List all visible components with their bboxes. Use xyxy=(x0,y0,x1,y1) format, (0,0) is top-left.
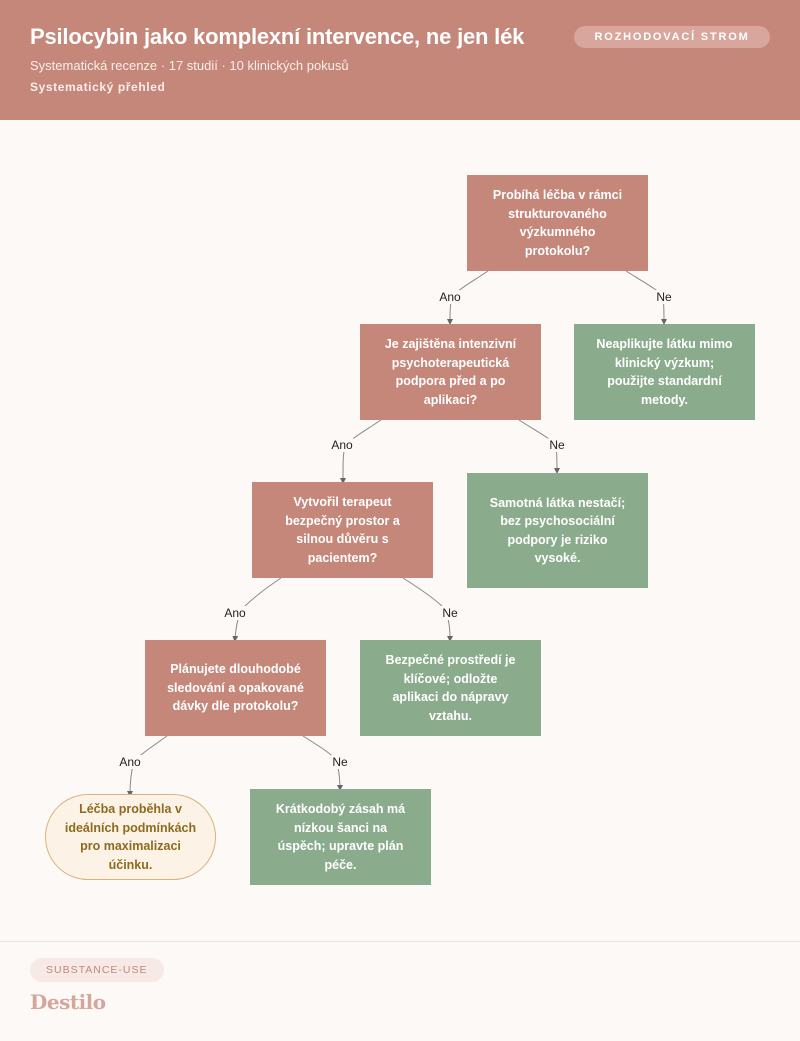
header-banner: Psilocybin jako komplexní intervence, ne… xyxy=(0,0,800,120)
outcome-node-a4: Krátkodobý zásah má nízkou šanci na úspě… xyxy=(250,789,431,885)
edge-label-q1-q2: Ano xyxy=(438,290,462,304)
page-title: Psilocybin jako komplexní intervence, ne… xyxy=(30,24,525,49)
footer-divider xyxy=(0,941,800,942)
topic-tag[interactable]: SUBSTANCE-USE xyxy=(30,958,164,982)
final-outcome-node: Léčba proběhla v ideálních podmínkách pr… xyxy=(45,794,216,880)
outcome-node-a2: Samotná látka nestačí; bez psychosociáln… xyxy=(467,473,648,588)
edge-label-q4-a4: Ne xyxy=(331,755,349,769)
question-node-q3: Vytvořil terapeut bezpečný prostor a sil… xyxy=(252,482,433,578)
outcome-node-a3: Bezpečné prostředí je klíčové; odložte a… xyxy=(360,640,541,736)
edge-label-q3-q4: Ano xyxy=(223,606,247,620)
edge-label-q1-a1: Ne xyxy=(655,290,673,304)
question-node-q2: Je zajištěna intenzivní psychoterapeutic… xyxy=(360,324,541,420)
question-node-q1: Probíhá léčba v rámci strukturovaného vý… xyxy=(467,175,648,271)
brand-logo: Destilo xyxy=(30,990,106,1014)
question-node-q4: Plánujete dlouhodobé sledování a opakova… xyxy=(145,640,326,736)
page-subtitle: Systematická recenze · 17 studií · 10 kl… xyxy=(30,58,349,73)
edge-label-q4-final: Ano xyxy=(118,755,142,769)
edge-label-q2-a2: Ne xyxy=(548,438,566,452)
edge-label-q2-q3: Ano xyxy=(330,438,354,452)
page-category: Systematický přehled xyxy=(30,80,166,94)
diagram-type-badge: ROZHODOVACÍ STROM xyxy=(574,26,770,48)
outcome-node-a1: Neaplikujte látku mimo klinický výzkum; … xyxy=(574,324,755,420)
edge-label-q3-a3: Ne xyxy=(441,606,459,620)
